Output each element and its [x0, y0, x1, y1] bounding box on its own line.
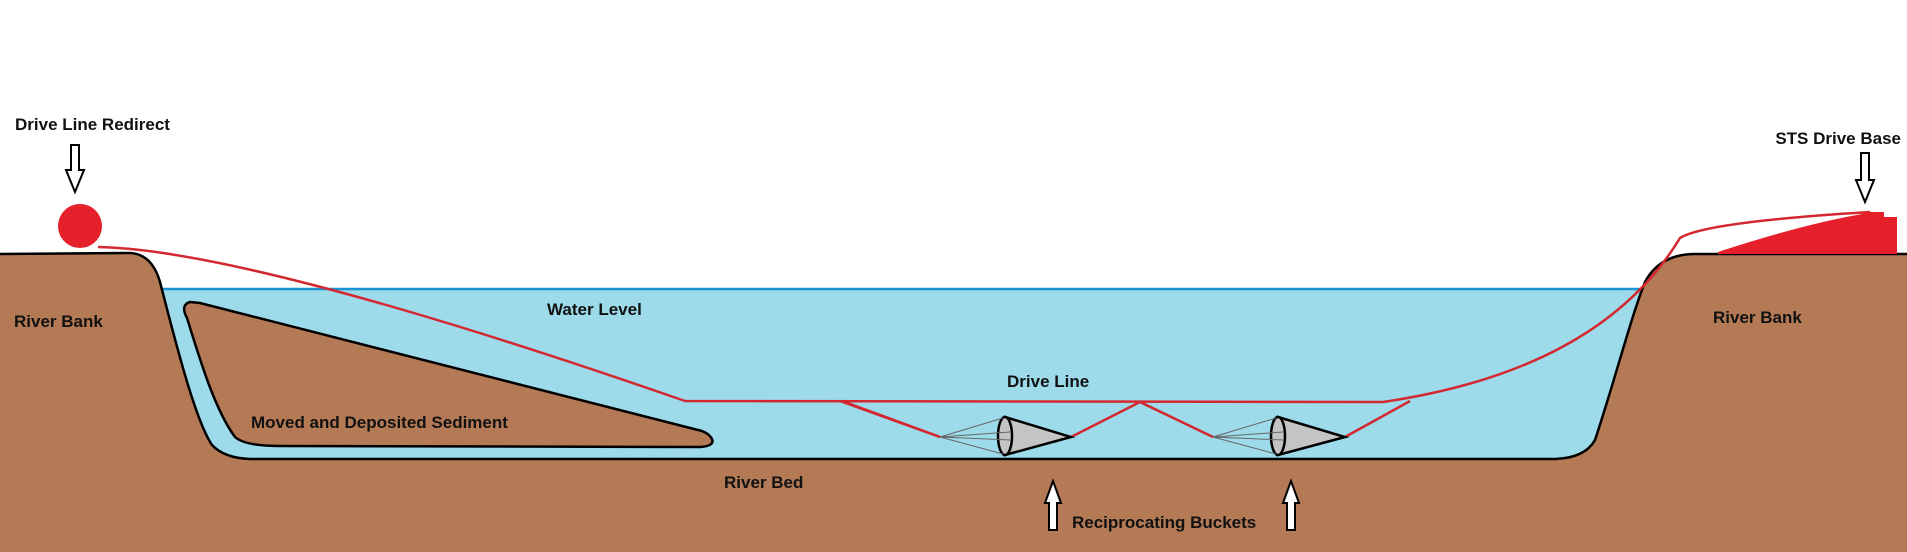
drive-line-redirect-wheel: [58, 204, 102, 248]
up-arrow-icon: [1043, 478, 1063, 531]
up-arrow-icon: [1281, 478, 1301, 531]
deposited-sediment: [182, 300, 714, 449]
cone-bucket-icon: [939, 415, 1076, 457]
cone-bucket-icon: [1212, 415, 1350, 457]
drive-line-label: Drive Line: [1007, 372, 1089, 391]
river-bank-right-label: River Bank: [1713, 308, 1802, 327]
sts-drive-base-label: STS Drive Base: [1775, 129, 1901, 148]
moved-sediment-label: Moved and Deposited Sediment: [251, 413, 508, 432]
river-bank-left-label: River Bank: [14, 312, 103, 331]
reciprocating-buckets-label: Reciprocating Buckets: [1072, 513, 1256, 532]
water-level-label: Water Level: [547, 300, 642, 319]
bucket-tow-lines: [841, 399, 1411, 439]
river-bed-label: River Bed: [724, 473, 803, 492]
sts-drive-base: [1718, 212, 1897, 254]
down-arrow-icon: [64, 144, 86, 195]
drive-line-cable: [97, 210, 1871, 404]
drive-line-redirect-label: Drive Line Redirect: [15, 115, 170, 134]
river-earth: [0, 253, 1907, 552]
down-arrow-icon: [1854, 152, 1876, 205]
